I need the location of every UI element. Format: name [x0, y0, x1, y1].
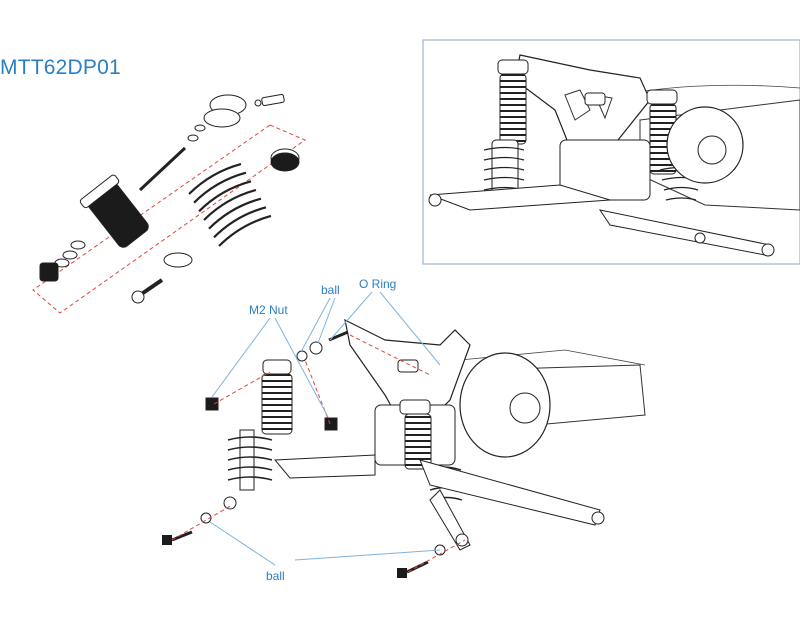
hardware-screw-bottom-right — [397, 560, 429, 578]
inset-border — [422, 39, 800, 265]
hardware-ball-bottom-left — [200, 496, 237, 524]
hardware-screw-bottom-left — [162, 530, 193, 545]
hardware-ball-top — [296, 341, 323, 362]
main-rear-assembly — [162, 291, 646, 578]
callout-o-ring: O Ring — [359, 277, 397, 291]
spring-cup — [163, 252, 193, 268]
exploded-shock-parts — [32, 93, 307, 314]
hardware-m2-nut-right — [324, 417, 338, 431]
rod-end — [138, 278, 164, 297]
cap-screw — [261, 93, 285, 107]
part-number-title: MTT62DP01 — [0, 56, 121, 79]
spring — [188, 162, 272, 247]
inset-left-arm — [429, 184, 611, 211]
shock-shaft — [138, 146, 187, 192]
lower-bushing — [39, 262, 59, 282]
main-right-arm — [419, 459, 601, 526]
hardware-m2-nut-left — [205, 397, 219, 411]
callout-leader-lines — [209, 291, 441, 566]
callout-ball-bottom: ball — [266, 569, 285, 583]
hardware-ball-bottom-right — [434, 533, 469, 556]
assembled-view-inset — [422, 39, 800, 265]
inset-right-arm — [598, 209, 771, 256]
inset-left-shock — [483, 59, 529, 196]
shock-body — [79, 174, 149, 248]
callout-ball-top: ball — [321, 283, 340, 297]
main-left-arm — [273, 454, 376, 479]
main-diff-housing — [459, 352, 551, 458]
hardware-screw-top — [328, 330, 349, 342]
main-tower-logo — [397, 359, 419, 373]
main-left-shock — [227, 359, 293, 491]
callout-m2-nut: M2 Nut — [249, 303, 288, 317]
alignment-dashed-lines — [171, 334, 466, 573]
inset-tower-logo — [584, 92, 606, 106]
